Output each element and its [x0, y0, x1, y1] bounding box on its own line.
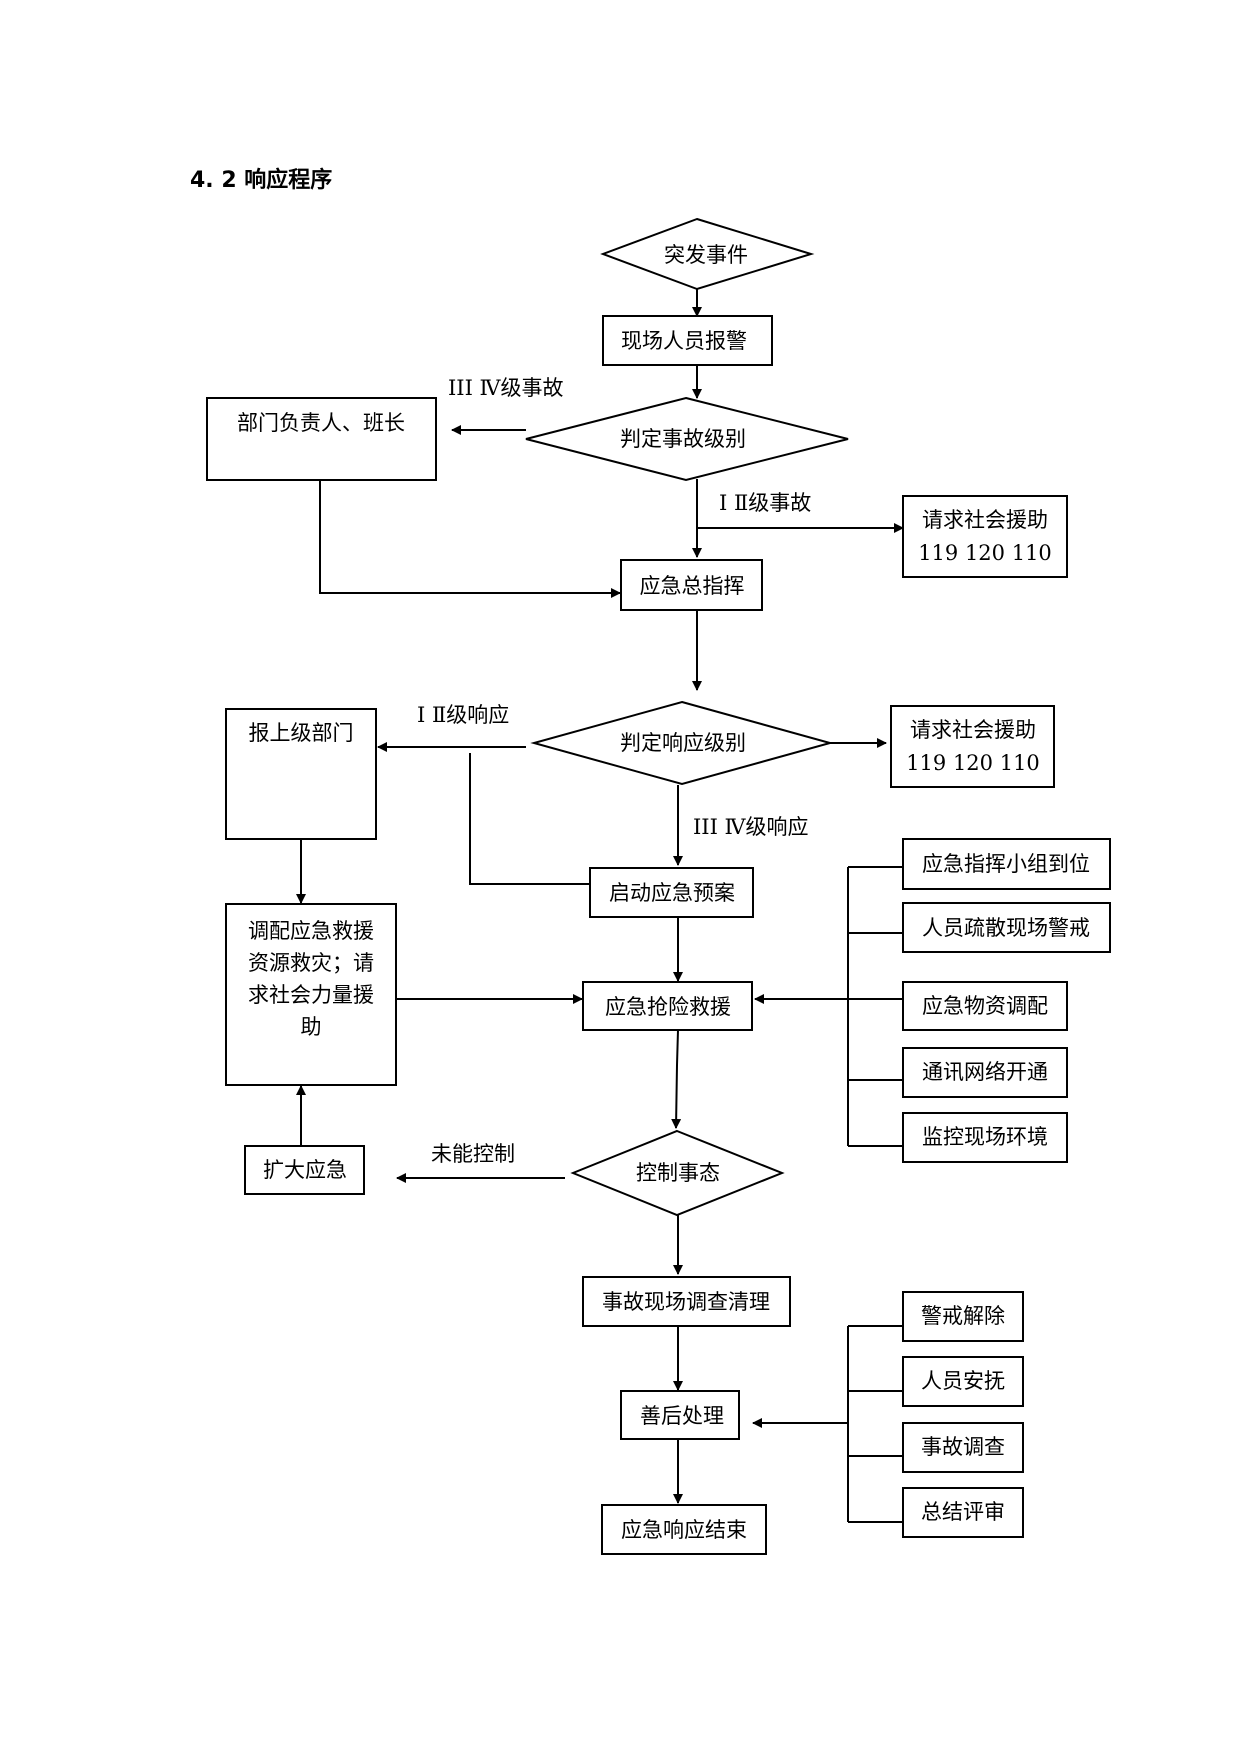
- node-site-report-label: 现场人员报警: [621, 329, 747, 353]
- node-aftermath-label: 善后处理: [640, 1404, 724, 1428]
- node-end-response-label: 应急响应结束: [621, 1518, 747, 1542]
- node-start-plan-label: 启动应急预案: [609, 881, 735, 905]
- rescue-task-label: 应急指挥小组到位: [922, 852, 1090, 876]
- edge-rescue-to-control: [671, 1029, 682, 1129]
- rescue-task-box: [902, 1047, 1068, 1098]
- aftermath-task-label: 警戒解除: [921, 1304, 1005, 1328]
- aftermath-task-box: [902, 1291, 1024, 1342]
- node-social-aid-1: [902, 495, 1068, 578]
- node-emergency-event: [600, 217, 815, 291]
- edge-label-level-12-response: Ⅰ Ⅱ级响应: [417, 703, 509, 727]
- aftermath-task-label: 事故调查: [921, 1435, 1005, 1459]
- aftermath-task-box: [902, 1356, 1024, 1407]
- rescue-task-box: [902, 902, 1111, 953]
- node-dept-head-label: 部门负责人、班长: [237, 411, 405, 435]
- rescue-task-box: [902, 838, 1111, 890]
- node-determine-response-level-label: 判定响应级别: [620, 731, 746, 755]
- node-determine-accident-level-label: 判定事故级别: [620, 427, 746, 451]
- edge-label-level-34-response: III Ⅳ级响应: [693, 815, 809, 839]
- node-rescue-label: 应急抢险救援: [605, 995, 731, 1019]
- node-social-aid-2: [890, 705, 1055, 788]
- node-determine-response-level: [530, 700, 834, 786]
- node-control-situation: [570, 1129, 785, 1217]
- node-site-report: [602, 315, 773, 366]
- node-expand-emergency: [244, 1145, 365, 1195]
- node-dispatch-resources-line: 资源救灾；请: [248, 951, 374, 975]
- rescue-task-label: 应急物资调配: [922, 994, 1048, 1018]
- node-social-aid-1-label: 请求社会援助: [922, 508, 1048, 532]
- rescue-task-box: [902, 1112, 1068, 1163]
- node-social-aid-1-numbers: 119 120 110: [918, 541, 1052, 565]
- node-social-aid-2-numbers: 119 120 110: [906, 751, 1040, 775]
- node-report-superior-label: 报上级部门: [249, 721, 354, 745]
- node-aftermath: [620, 1390, 740, 1440]
- node-dispatch-resources-line: 调配应急救援: [248, 919, 374, 943]
- aftermath-task-label: 人员安抚: [921, 1369, 1005, 1393]
- node-general-command-label: 应急总指挥: [640, 574, 745, 598]
- aftermath-task-label: 总结评审: [921, 1500, 1005, 1524]
- node-end-response: [601, 1504, 767, 1555]
- edge-label-level-34-accident: III Ⅳ级事故: [448, 376, 564, 400]
- edge-depthead-to-command: [319, 480, 621, 598]
- node-dispatch-resources: [225, 903, 397, 1086]
- node-dispatch-resources-line: 助: [301, 1015, 322, 1039]
- node-emergency-event-label: 突发事件: [664, 243, 748, 267]
- node-investigation-cleanup: [582, 1276, 791, 1327]
- node-dispatch-resources-line: 求社会力量援: [248, 983, 374, 1007]
- node-dept-head: [206, 397, 437, 481]
- node-determine-accident-level: [525, 396, 849, 482]
- node-rescue: [582, 981, 753, 1031]
- node-control-situation-label: 控制事态: [636, 1161, 720, 1185]
- edge-resplevel-to-startplan: [469, 753, 607, 889]
- node-report-superior: [225, 708, 377, 840]
- node-expand-emergency-label: 扩大应急: [263, 1158, 347, 1182]
- node-investigation-cleanup-label: 事故现场调查清理: [602, 1290, 770, 1314]
- node-social-aid-2-label: 请求社会援助: [910, 718, 1036, 742]
- node-general-command: [620, 559, 763, 611]
- rescue-task-box: [902, 981, 1068, 1031]
- rescue-task-label: 人员疏散现场警戒: [922, 916, 1090, 940]
- rescue-task-label: 通讯网络开通: [922, 1060, 1048, 1084]
- rescue-task-label: 监控现场环境: [922, 1125, 1048, 1149]
- edge-label-level-12-accident: Ⅰ Ⅱ级事故: [719, 491, 811, 515]
- node-start-plan: [589, 867, 754, 918]
- edge-label-not-controlled: 未能控制: [431, 1142, 515, 1166]
- connectors: [296, 287, 904, 1523]
- aftermath-task-box: [902, 1487, 1024, 1538]
- section-title: 4. 2 响应程序: [190, 168, 333, 193]
- aftermath-task-box: [902, 1422, 1024, 1473]
